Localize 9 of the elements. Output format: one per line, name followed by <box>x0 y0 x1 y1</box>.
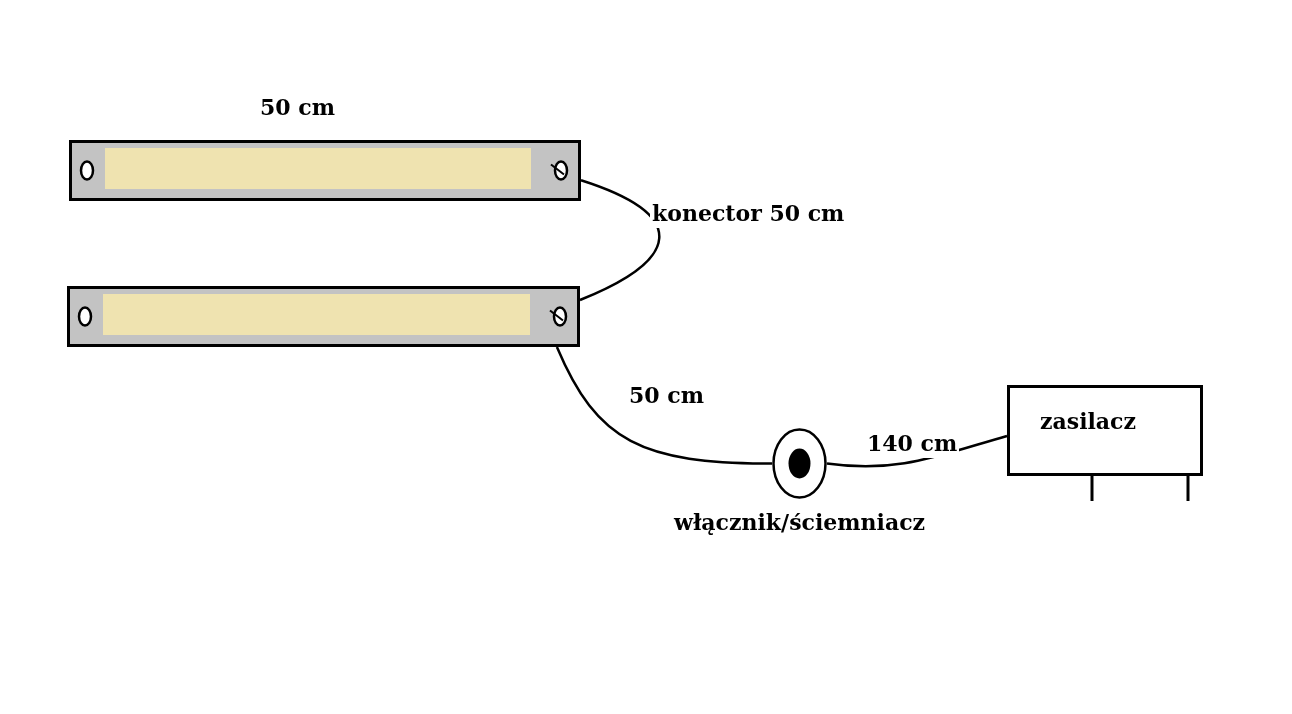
cable-line <box>579 179 661 302</box>
switch-knob-icon <box>772 428 827 499</box>
led-bar-drawing <box>69 140 581 201</box>
dimension-label: 50 cm <box>260 94 335 122</box>
cable-line <box>555 346 773 465</box>
led-bar-drawing <box>67 286 580 347</box>
component-caption: włącznik/ściemniacz <box>673 511 926 533</box>
power-supply-box <box>1007 385 1203 476</box>
node-label: zasilacz <box>1040 410 1136 432</box>
